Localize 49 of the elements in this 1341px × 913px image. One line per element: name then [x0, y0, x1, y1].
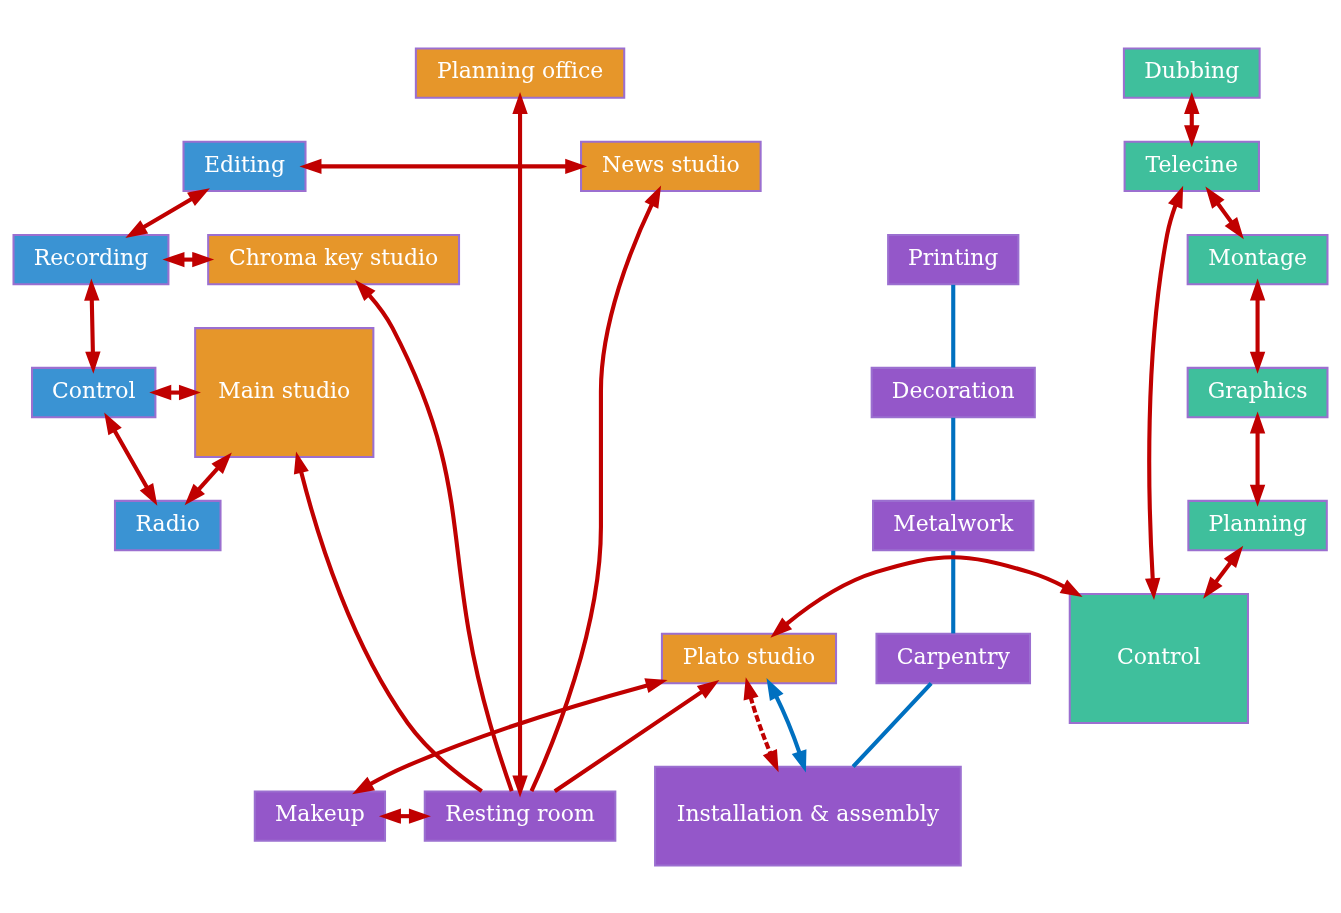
connector — [851, 681, 933, 768]
arrow — [1203, 545, 1244, 599]
arrow — [1145, 185, 1184, 600]
arrow — [293, 450, 483, 793]
node-box: Dubbing — [1122, 46, 1261, 99]
arrow — [512, 91, 528, 797]
node-box: Chroma key studio — [207, 233, 461, 285]
arrow — [1205, 186, 1244, 239]
node-box: Montage — [1186, 233, 1329, 285]
arrow — [84, 278, 101, 374]
arrow — [352, 677, 668, 794]
arrow — [184, 452, 232, 505]
arrow — [743, 676, 779, 772]
arrow — [1184, 91, 1200, 147]
node-box: Carpentry — [875, 632, 1032, 684]
node-box: Editing — [182, 140, 307, 192]
node-box: Radio — [113, 499, 222, 551]
node-box: Main studio — [194, 326, 375, 458]
connector — [951, 550, 956, 633]
node-box: Makeup — [253, 789, 387, 842]
node-box: News studio — [580, 140, 762, 192]
node-box: Telecine — [1123, 140, 1260, 192]
arrow — [354, 279, 514, 792]
arrow — [529, 185, 662, 792]
node-box: Metalwork — [872, 499, 1035, 551]
node-box: Graphics — [1186, 366, 1329, 418]
node-box: Control — [31, 366, 157, 418]
node-box: Plato studio — [660, 632, 838, 684]
node-box: Control — [1068, 592, 1249, 724]
arrow — [766, 677, 807, 773]
node-box: Decoration — [870, 366, 1036, 418]
arrow — [1249, 411, 1266, 507]
node-box: Recording — [12, 233, 170, 285]
node-box: Planning — [1187, 499, 1328, 551]
arrow — [104, 411, 158, 506]
arrow — [299, 158, 588, 174]
node-box: Printing — [887, 233, 1020, 285]
node-box: Resting room — [423, 789, 617, 842]
connector — [951, 417, 956, 500]
arrow — [378, 807, 431, 824]
arrow — [770, 554, 1083, 638]
node-box: Installation & assembly — [654, 765, 962, 867]
connector — [951, 284, 956, 367]
arrow — [553, 679, 720, 793]
node-box: Planning office — [414, 46, 626, 99]
arrow — [1249, 278, 1266, 374]
arrow — [149, 384, 201, 400]
arrow — [125, 187, 210, 238]
arrow — [162, 251, 215, 267]
